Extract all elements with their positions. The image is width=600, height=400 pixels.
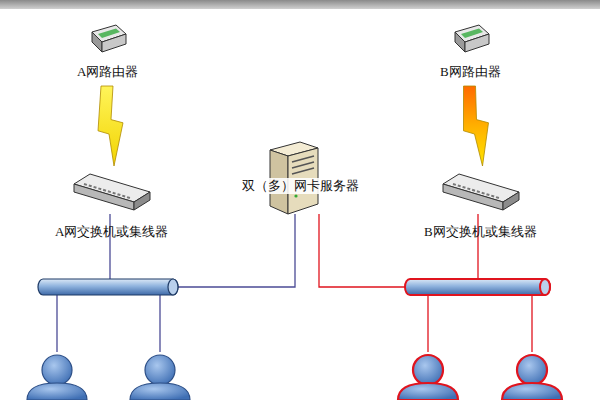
router-node: B网路由器 xyxy=(437,22,504,82)
wireless-link xyxy=(464,86,489,166)
server-node: 双（多）网卡服务器 xyxy=(237,140,364,218)
device-label: B网路由器 xyxy=(440,64,501,80)
device-icon xyxy=(449,22,493,60)
device-label: A网路由器 xyxy=(77,64,138,80)
b-users xyxy=(398,355,562,400)
device-icon xyxy=(86,22,130,60)
switch-node: B网交换机或集线器 xyxy=(421,170,540,242)
device-label: 双（多）网卡服务器 xyxy=(240,178,361,194)
device-icon xyxy=(439,170,523,218)
device-label: B网交换机或集线器 xyxy=(424,224,537,240)
router-node: A网路由器 xyxy=(74,22,142,82)
a-users xyxy=(27,355,190,400)
switch-node: A网交换机或集线器 xyxy=(52,170,172,242)
wireless-link xyxy=(98,86,123,166)
device-label: A网交换机或集线器 xyxy=(55,224,168,240)
top-bar xyxy=(0,0,600,9)
a-bus xyxy=(38,279,178,295)
b-bus xyxy=(405,279,550,295)
device-icon xyxy=(70,170,154,218)
